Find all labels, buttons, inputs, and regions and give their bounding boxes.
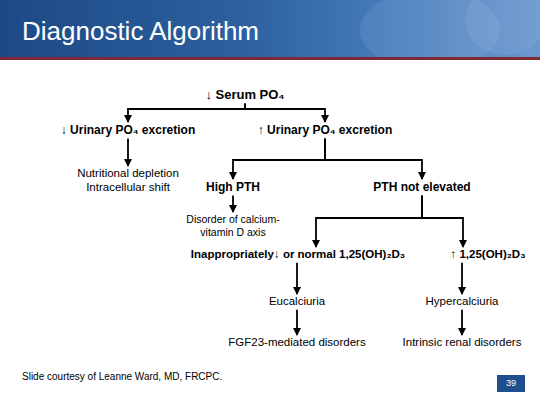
flow-arrow [422,195,463,247]
flow-arrow [128,104,245,122]
node-text: Hypercalciuria [402,295,522,309]
flow-node: High PTH [188,180,278,194]
flow-node: Eucalciuria [242,295,352,309]
flow-node: ↓ Urinary PO₄ excretion [43,123,213,137]
flow-node: Intrinsic renal disorders [382,336,540,350]
node-text: Intrinsic renal disorders [382,336,540,350]
node-text: Disorder of calcium- vitamin D axis [174,213,292,238]
node-text: PTH not elevated [352,180,492,194]
flow-node: ↓ Serum PO₄ [180,87,310,103]
flow-arrow [245,104,325,122]
flow-node: PTH not elevated [352,180,492,194]
flow-node: Disorder of calcium- vitamin D axis [174,213,292,238]
node-text: FGF23-mediated disorders [207,336,387,350]
node-text: ↓ Serum PO₄ [180,87,310,103]
page-number: 39 [506,378,516,388]
node-text: Eucalciuria [242,295,352,309]
flow-arrow [296,263,298,294]
flow-node: Hypercalciuria [402,295,522,309]
node-text: High PTH [188,180,278,194]
node-text: Inappropriately↓ or normal 1,25(OH)₂D₃ [163,248,433,262]
flow-node: ↑ Urinary PO₄ excretion [240,123,410,137]
flow-node: ↑ 1,25(OH)₂D₃ [438,248,538,262]
node-text: ↑ Urinary PO₄ excretion [240,123,410,137]
flow-arrow [316,195,422,247]
flow-node: FGF23-mediated disorders [207,336,387,350]
slide-title: Diagnostic Algorithm [22,16,259,47]
flow-arrow [461,310,463,335]
node-text: Nutritional depletion Intracellular shif… [58,167,198,195]
flow-arrow [296,310,298,335]
flow-node: Nutritional depletion Intracellular shif… [58,167,198,195]
flow-arrow [461,263,463,294]
flow-arrow [127,138,129,166]
node-text: ↑ 1,25(OH)₂D₃ [438,248,538,262]
header-rule [0,57,540,60]
footnote: Slide courtesy of Leanne Ward, MD, FRCPC… [22,371,222,382]
node-text: ↓ Urinary PO₄ excretion [43,123,213,137]
flow-arrow [233,138,325,179]
flow-node: Inappropriately↓ or normal 1,25(OH)₂D₃ [163,248,433,262]
flow-arrow [325,138,422,179]
flow-arrow [232,195,234,212]
